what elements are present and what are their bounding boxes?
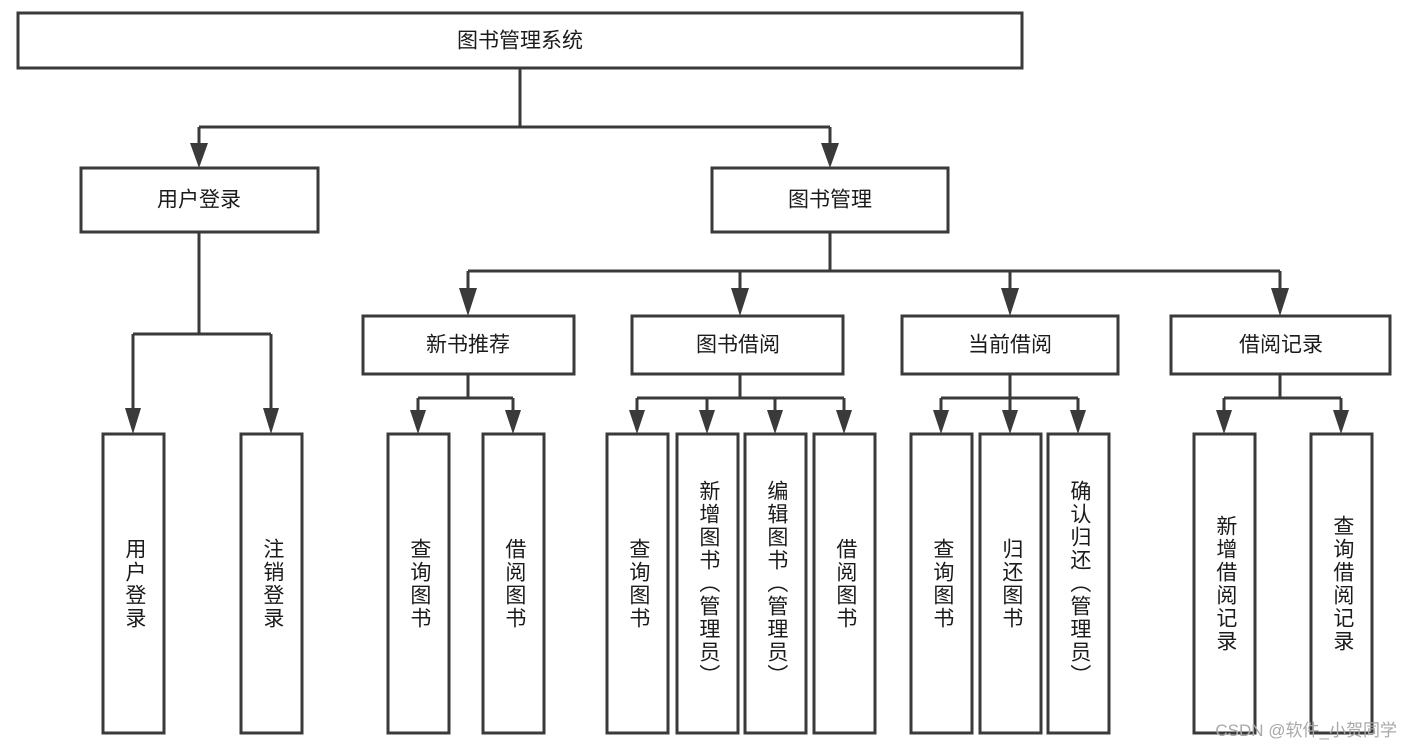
- leaf-box-logout[interactable]: [239, 432, 304, 735]
- node-new-book-recommend-label: 新书推荐: [426, 334, 510, 357]
- arrowhead-bb-leaf1: [629, 410, 645, 434]
- watermark: CSDN @软件_小贺同学: [1215, 721, 1397, 740]
- connector-layer: [125, 68, 1349, 434]
- node-new-book-recommend-box[interactable]: [361, 314, 576, 376]
- arrowhead-leaf-logout: [263, 408, 279, 434]
- node-book-management-box[interactable]: [710, 166, 950, 234]
- node-current-borrow-box[interactable]: [900, 314, 1120, 376]
- leaf-box-nb-borrow-book[interactable]: [481, 432, 546, 735]
- arrowhead-cb-leaf2: [1002, 410, 1018, 434]
- arrowhead-current-borrow: [1001, 288, 1019, 316]
- leaf-box-bb-edit-book[interactable]: [743, 432, 808, 735]
- leaf-box-cb-return-book[interactable]: [978, 432, 1043, 735]
- leaf-box-br-add-record[interactable]: [1192, 432, 1257, 735]
- arrowhead-bb-leaf4: [836, 410, 852, 434]
- arrowhead-cb-leaf3: [1070, 410, 1086, 434]
- arrowhead-nb-leaf2: [505, 410, 521, 434]
- leaf-box-bb-add-book[interactable]: [675, 432, 740, 735]
- arrowhead-bb-leaf3: [767, 410, 783, 434]
- arrowhead-user-login: [190, 143, 208, 168]
- arrowhead-bb-leaf2: [699, 410, 715, 434]
- node-root-label: 图书管理系统: [457, 30, 583, 53]
- leaf-box-nb-query-book[interactable]: [386, 432, 451, 735]
- node-book-borrow-box[interactable]: [630, 314, 845, 376]
- leaf-box-cb-query-book[interactable]: [909, 432, 974, 735]
- arrowhead-br-leaf1: [1216, 410, 1232, 434]
- arrowhead-cb-leaf1: [933, 410, 949, 434]
- node-borrow-record-box[interactable]: [1169, 314, 1392, 376]
- node-book-management-label: 图书管理: [788, 189, 872, 212]
- leaf-box-cb-confirm-return[interactable]: [1046, 432, 1111, 735]
- arrowhead-new-book: [459, 288, 477, 316]
- arrowhead-leaf-user-login: [125, 408, 141, 434]
- node-layer: 图书管理系统 用户登录 图书管理 新书推荐 图书借阅 当前借阅 借阅记录: [16, 11, 1392, 735]
- arrowhead-book-mgmt: [821, 143, 839, 168]
- leaf-box-user-login[interactable]: [101, 432, 166, 735]
- leaf-box-br-query-record[interactable]: [1309, 432, 1374, 735]
- node-borrow-record-label: 借阅记录: [1239, 334, 1323, 357]
- leaf-box-bb-borrow-book[interactable]: [812, 432, 877, 735]
- leaf-box-bb-query-book[interactable]: [605, 432, 670, 735]
- node-user-login-label: 用户登录: [157, 189, 241, 212]
- arrowhead-br-leaf2: [1333, 410, 1349, 434]
- node-root-box[interactable]: [16, 11, 1024, 70]
- node-current-borrow-label: 当前借阅: [968, 334, 1052, 357]
- node-user-login-box[interactable]: [79, 166, 320, 234]
- arrowhead-nb-leaf1: [410, 410, 426, 434]
- arrowhead-book-borrow: [731, 288, 749, 316]
- node-book-borrow-label: 图书借阅: [696, 334, 780, 357]
- arrowhead-borrow-record: [1271, 288, 1289, 316]
